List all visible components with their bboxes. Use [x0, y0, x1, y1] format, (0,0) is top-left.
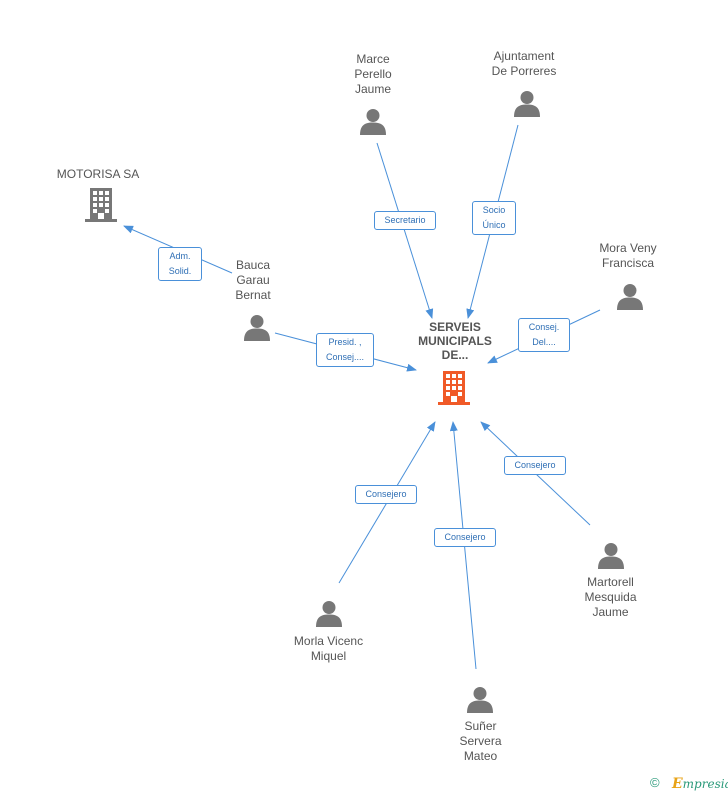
- node-label-morla[interactable]: Morla Vicenc Miquel: [293, 634, 364, 663]
- copyright-icon: ©: [650, 775, 660, 790]
- edge-label-mora[interactable]: Consej. Del....: [518, 318, 570, 352]
- person-icon[interactable]: [514, 91, 540, 117]
- node-label-suner[interactable]: Suñer Servera Mateo: [459, 719, 502, 763]
- building-icon[interactable]: [85, 188, 117, 222]
- edge-label-suner[interactable]: Consejero: [434, 528, 496, 547]
- edge-label-marce[interactable]: Secretario: [374, 211, 436, 230]
- edge-label-martorell[interactable]: Consejero: [504, 456, 566, 475]
- node-label-bauca[interactable]: Bauca Garau Bernat: [235, 258, 271, 302]
- center-building-icon[interactable]: [438, 371, 470, 405]
- person-icon[interactable]: [360, 109, 386, 135]
- node-label-motorisa[interactable]: MOTORISA SA: [56, 167, 140, 181]
- person-icon[interactable]: [617, 284, 643, 310]
- node-label-mora[interactable]: Mora Veny Francisca: [599, 241, 657, 270]
- person-icon[interactable]: [467, 687, 493, 713]
- person-icon[interactable]: [244, 315, 270, 341]
- empresia-logo[interactable]: Empresia: [672, 776, 728, 792]
- edge-label-morla[interactable]: Consejero: [355, 485, 417, 504]
- node-label-marce[interactable]: Marce Perello Jaume: [354, 52, 392, 96]
- edge-label-bauca[interactable]: Presid. , Consej....: [316, 333, 374, 367]
- edge-marce-to-center: [376, 142, 434, 319]
- node-label-ajuntament[interactable]: Ajuntament De Porreres: [491, 49, 557, 78]
- person-icon[interactable]: [598, 543, 624, 569]
- center-node-label[interactable]: SERVEIS MUNICIPALS DE...: [418, 320, 492, 362]
- node-label-martorell[interactable]: Martorell Mesquida Jaume: [584, 575, 637, 619]
- edge-label-ajuntament[interactable]: Socio Único: [472, 201, 516, 235]
- edge-label-bauca[interactable]: Adm. Solid.: [158, 247, 202, 281]
- person-icon[interactable]: [316, 601, 342, 627]
